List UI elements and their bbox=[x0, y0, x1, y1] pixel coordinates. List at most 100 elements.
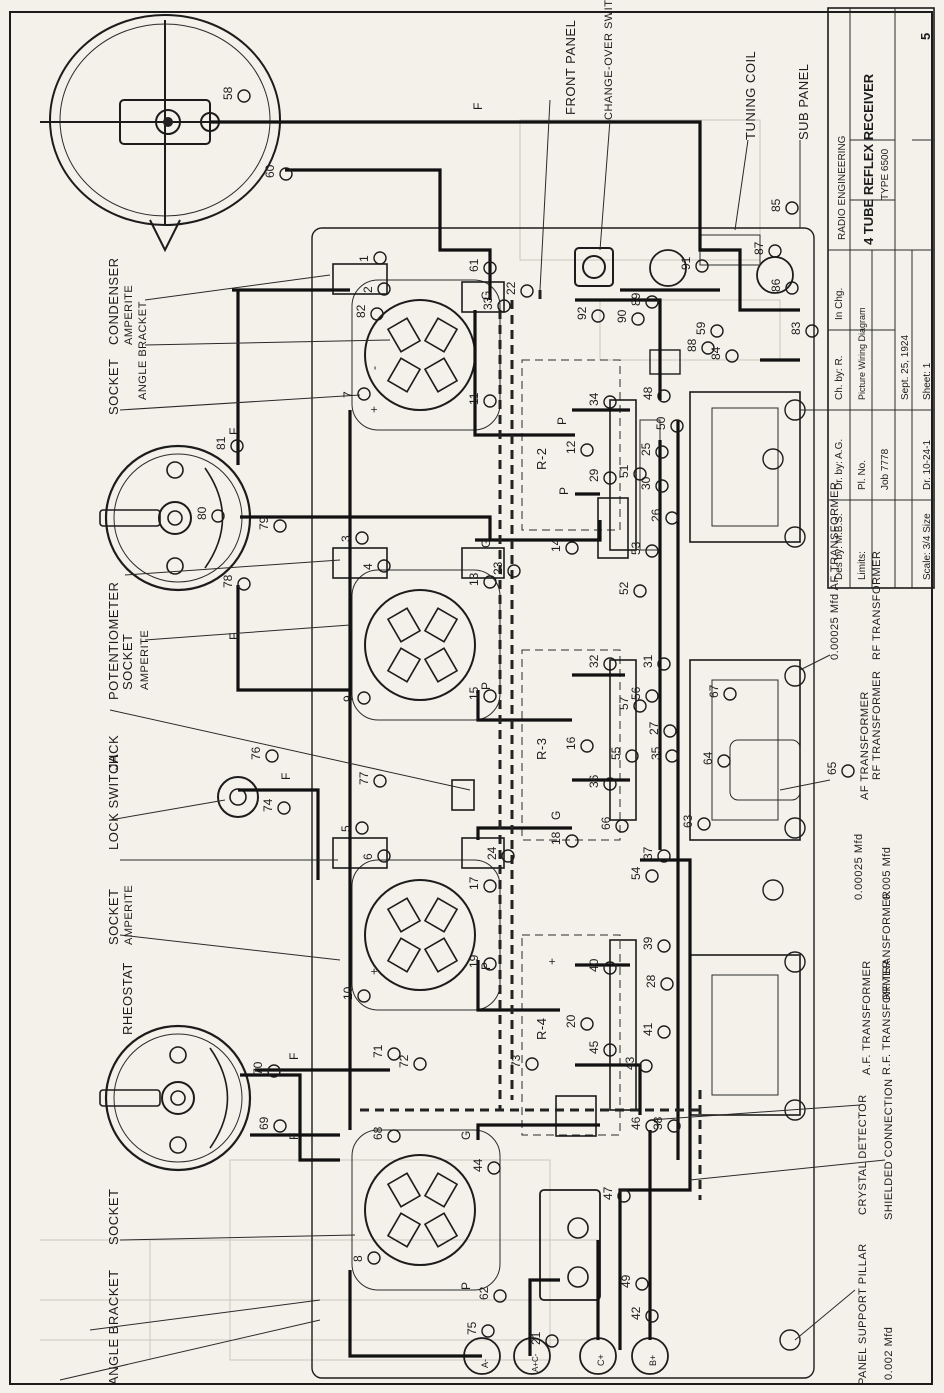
wires-dashed bbox=[360, 290, 702, 1200]
pin-marks: F F F F F F G G G G P P P P P + + + - - … bbox=[227, 103, 658, 1372]
terminal-number: 31 bbox=[641, 654, 655, 668]
label-amperite-2: AMPERITE bbox=[139, 630, 151, 690]
pin-mark: F bbox=[287, 1053, 301, 1060]
tb-in-chg: In Chg. bbox=[834, 288, 845, 320]
terminal-post bbox=[603, 777, 617, 791]
label-front-panel: FRONT PANEL bbox=[563, 20, 578, 115]
terminal-post bbox=[625, 749, 639, 763]
terminal-post bbox=[710, 324, 724, 338]
terminal-post bbox=[580, 443, 594, 457]
terminal-post bbox=[655, 479, 669, 493]
label-amperite-1: AMPERITE bbox=[123, 285, 135, 345]
terminal-post bbox=[497, 299, 511, 313]
terminal-number: 37 bbox=[641, 846, 655, 860]
terminal-post bbox=[723, 687, 737, 701]
label-cap-0005: 0.005 Mfd bbox=[881, 847, 893, 900]
terminal-number: 72 bbox=[397, 1054, 411, 1068]
label-r4: R-4 bbox=[534, 1018, 549, 1040]
terminal-number: 18 bbox=[549, 831, 563, 845]
label-condenser: CONDENSER bbox=[106, 257, 121, 345]
terminal-number: 11 bbox=[467, 392, 481, 405]
terminal-number: 49 bbox=[619, 1274, 633, 1288]
terminal-post bbox=[631, 312, 645, 326]
label-socket-2: SOCKET bbox=[120, 634, 135, 690]
terminal-post bbox=[357, 691, 371, 705]
terminal-post bbox=[487, 1161, 501, 1175]
terminal-post bbox=[355, 531, 369, 545]
terminal-post bbox=[277, 801, 291, 815]
pin-mark: F bbox=[287, 1133, 301, 1140]
terminal-number: 17 bbox=[467, 876, 481, 890]
terminal-post bbox=[639, 1059, 653, 1073]
terminal-number: 62 bbox=[477, 1286, 491, 1300]
component-labels: FRONT PANEL CHANGE-OVER SWITCH TUNING CO… bbox=[106, 0, 895, 1385]
terminal-number: 91 bbox=[679, 256, 693, 270]
terminal-number: 66 bbox=[599, 816, 613, 830]
terminal-post bbox=[493, 1289, 507, 1303]
terminal-number: 61 bbox=[467, 258, 481, 272]
terminal-number: 46 bbox=[629, 1116, 643, 1130]
wires-solid bbox=[210, 120, 800, 1358]
terminal-number: 68 bbox=[371, 1126, 385, 1140]
terminal-post bbox=[603, 657, 617, 671]
terminal-number: 67 bbox=[707, 684, 721, 698]
terminal-post bbox=[377, 559, 391, 573]
sheet-border bbox=[9, 11, 933, 1385]
pin-mark: G bbox=[479, 291, 493, 300]
terminal-number: 90 bbox=[615, 309, 629, 323]
terminal-post bbox=[768, 244, 782, 258]
label-socket-4: SOCKET bbox=[106, 1189, 121, 1245]
pin-mark: G bbox=[549, 811, 563, 820]
terminal-post bbox=[211, 509, 225, 523]
terminal-number: 83 bbox=[789, 321, 803, 335]
terminal-number: 26 bbox=[649, 508, 663, 522]
terminal-post bbox=[695, 259, 709, 273]
terminal-post bbox=[525, 1057, 539, 1071]
terminal-post bbox=[483, 879, 497, 893]
terminal-post bbox=[701, 341, 715, 355]
tb-date: Sept. 25, 1924 bbox=[900, 335, 911, 400]
terminal-number: 21 bbox=[529, 1331, 543, 1345]
terminal-number: 86 bbox=[769, 278, 783, 292]
terminal-post bbox=[697, 817, 711, 831]
terminal-number: 8 bbox=[351, 1255, 365, 1262]
terminal-post bbox=[413, 1057, 427, 1071]
terminal-number: 23 bbox=[491, 561, 505, 575]
label-angle-bracket-2: ANGLE BRACKET bbox=[106, 1269, 121, 1385]
terminal-number: 15 bbox=[467, 686, 481, 700]
terminal-post bbox=[603, 1043, 617, 1057]
terminal-post bbox=[373, 774, 387, 788]
terminal-number: 76 bbox=[249, 746, 263, 760]
terminal-post bbox=[603, 395, 617, 409]
label-socket-1: SOCKET bbox=[106, 359, 121, 415]
terminal-number: 50 bbox=[654, 416, 668, 430]
terminal-number: 10 bbox=[341, 986, 355, 1000]
terminal-number: 47 bbox=[601, 1186, 615, 1200]
terminal-number: 57 bbox=[617, 696, 631, 710]
label-lock-switch: LOCK SWITCH bbox=[106, 754, 121, 850]
terminal-post bbox=[633, 467, 647, 481]
terminal-post bbox=[565, 834, 579, 848]
terminal-post bbox=[615, 819, 629, 833]
label-rf-transformer-3: RF TRANSFORMER bbox=[881, 891, 893, 1000]
terminal-post bbox=[481, 1324, 495, 1338]
terminal-number: 30 bbox=[639, 476, 653, 490]
terminal-post bbox=[377, 282, 391, 296]
tube-socket-4 bbox=[351, 1129, 501, 1291]
tb-type: TYPE 6500 bbox=[880, 148, 891, 200]
terminal-post bbox=[785, 281, 799, 295]
title-block: RADIO ENGINEERING 4 TUBE REFLEX RECEIVER… bbox=[827, 7, 935, 589]
terminal-post bbox=[387, 1047, 401, 1061]
terminal-number: 70 bbox=[251, 1061, 265, 1075]
label-rf-transformer-1: RF TRANSFORMER bbox=[871, 551, 883, 660]
terminal-post bbox=[670, 419, 684, 433]
pin-mark: G bbox=[459, 1131, 473, 1140]
tb-ch-by: Ch. by: R. bbox=[834, 356, 845, 400]
terminal-post bbox=[665, 511, 679, 525]
terminal-post bbox=[483, 394, 497, 408]
terminal-number: 42 bbox=[629, 1306, 643, 1320]
pin-mark: P bbox=[479, 682, 493, 690]
pin-mark: + bbox=[367, 406, 381, 413]
terminal-post bbox=[483, 689, 497, 703]
